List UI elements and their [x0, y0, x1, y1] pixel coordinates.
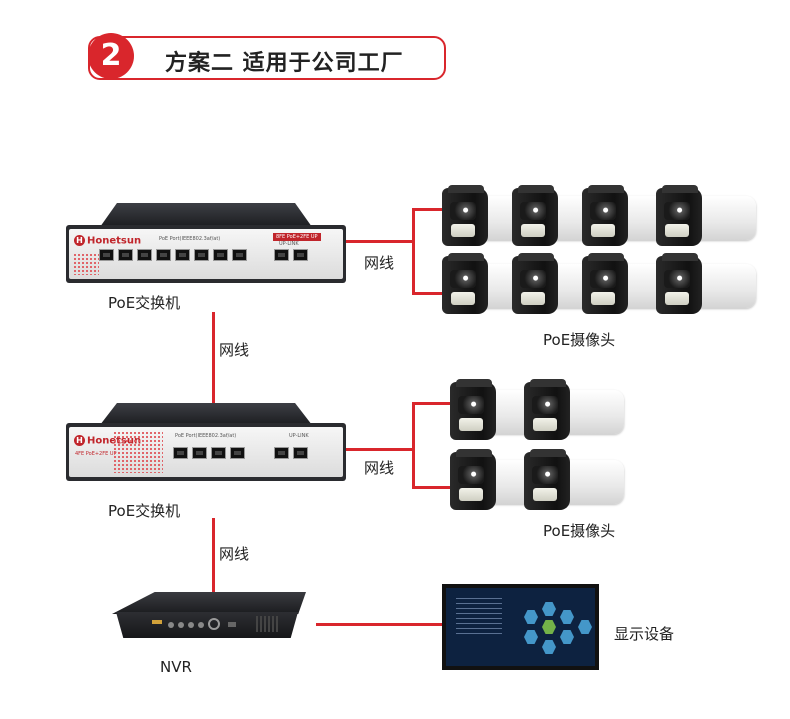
- port[interactable]: [211, 447, 226, 459]
- switch-top-panel: [100, 203, 312, 227]
- vent-grille: [256, 616, 280, 632]
- cameras1-label: PoE摄像头: [543, 331, 616, 349]
- poe-ports: [99, 245, 249, 269]
- nvr-led: [152, 620, 162, 624]
- port[interactable]: [293, 249, 308, 261]
- nvr-dial-icon[interactable]: [208, 618, 220, 630]
- screen-hex: [560, 630, 574, 644]
- port[interactable]: [156, 249, 171, 261]
- nvr-label: NVR: [160, 658, 192, 676]
- screen-text-lines: [456, 598, 502, 638]
- bullet-camera-icon: [656, 185, 756, 246]
- port[interactable]: [293, 447, 308, 459]
- switch-badge: 4FE PoE+2FE UP: [75, 451, 117, 457]
- port[interactable]: [175, 249, 190, 261]
- port[interactable]: [274, 447, 289, 459]
- screen-hex: [578, 620, 592, 634]
- cameras2-label: PoE摄像头: [543, 522, 616, 540]
- wire-cam2-vertical: [412, 402, 415, 489]
- wire-nvr-display: [316, 623, 442, 626]
- switch-badge: 8FE PoE+2FE UP: [273, 233, 321, 241]
- nvr-front-panel: [116, 612, 298, 638]
- brand-logo-icon: H: [74, 435, 85, 446]
- port[interactable]: [173, 447, 188, 459]
- uplink-ports: [274, 447, 314, 467]
- port-group-label: PoE Port(IEEE802.3af/at): [175, 433, 237, 439]
- switch2-label: PoE交换机: [108, 502, 181, 520]
- usb-port-icon[interactable]: [228, 622, 236, 627]
- bullet-camera-icon: [524, 449, 624, 510]
- switch-top-panel: [100, 403, 312, 425]
- port[interactable]: [137, 249, 152, 261]
- page-title: 方案二 适用于公司工厂: [165, 51, 404, 76]
- cable-label-right1: 网线: [364, 254, 395, 272]
- cable-label-right2: 网线: [364, 459, 395, 477]
- decor-dots: [73, 253, 99, 275]
- nvr-top-panel: [112, 592, 306, 614]
- bullet-camera-icon: [656, 253, 756, 314]
- cable-label-mid: 网线: [219, 341, 250, 359]
- wire-switch1-out: [343, 240, 415, 243]
- screen-hex: [542, 640, 556, 654]
- display-label: 显示设备: [614, 625, 675, 643]
- port[interactable]: [192, 447, 207, 459]
- port[interactable]: [99, 249, 114, 261]
- switch1-label: PoE交换机: [108, 294, 181, 312]
- uplink-label: UP-LINK: [289, 433, 309, 439]
- brand-logo-icon: H: [74, 235, 85, 246]
- port[interactable]: [230, 447, 245, 459]
- screen-hex: [542, 620, 556, 634]
- screen-hex: [524, 610, 538, 624]
- screen-hex: [542, 602, 556, 616]
- wire-cam1-top: [412, 208, 442, 211]
- uplink-ports: [274, 249, 314, 269]
- port[interactable]: [118, 249, 133, 261]
- nvr-recorder-icon: [112, 592, 306, 642]
- cable-label-bottom: 网线: [219, 545, 250, 563]
- wire-switch2-nvr: [212, 518, 215, 596]
- decor-dots: [113, 431, 163, 473]
- monitor-icon: [442, 584, 599, 670]
- screen-hex: [560, 610, 574, 624]
- wire-switch2-out: [343, 448, 415, 451]
- bullet-camera-icon: [442, 253, 542, 314]
- wire-cam1-vertical: [412, 208, 415, 295]
- wire-cam1-bottom: [412, 292, 442, 295]
- header-number-badge: 2: [88, 33, 134, 79]
- port-group-label: PoE Port(IEEE802.3af/at): [159, 236, 221, 242]
- port[interactable]: [213, 249, 228, 261]
- wire-cam2-bottom: [412, 486, 450, 489]
- screen-hex: [524, 630, 538, 644]
- poe-ports: [173, 443, 253, 467]
- uplink-label: UP-LINK: [279, 241, 299, 247]
- nvr-buttons[interactable]: [168, 622, 174, 628]
- wire-cam2-top: [412, 402, 450, 405]
- wire-switch1-switch2: [212, 312, 215, 404]
- port[interactable]: [194, 249, 209, 261]
- port[interactable]: [232, 249, 247, 261]
- port[interactable]: [274, 249, 289, 261]
- bullet-camera-icon: [524, 379, 624, 440]
